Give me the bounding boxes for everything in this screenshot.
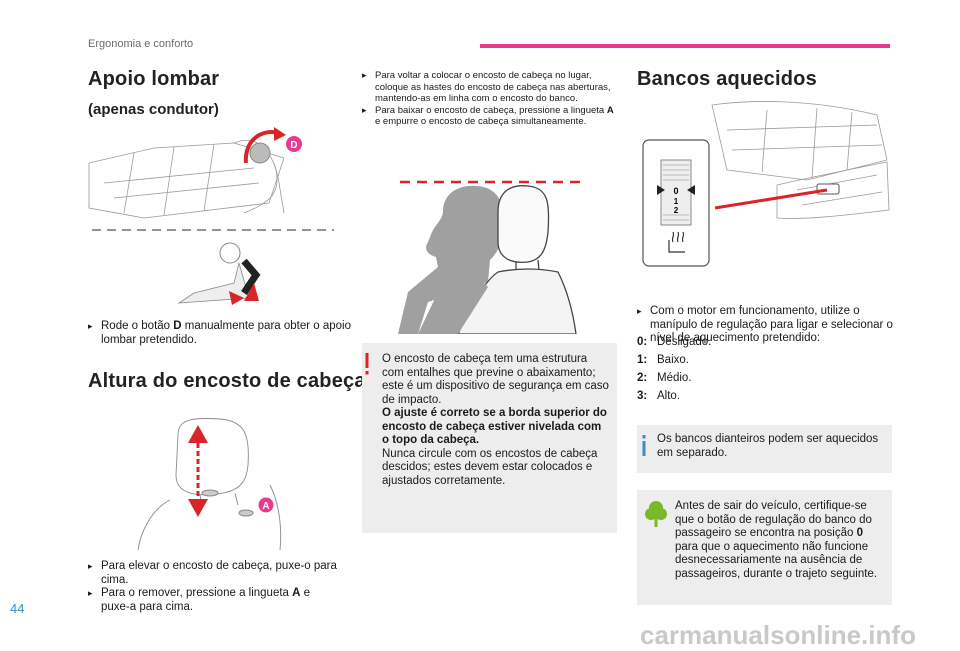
warning-box: O encosto de cabeça tem uma estrutura co… <box>362 343 617 533</box>
lumbar-illustration: D <box>84 123 339 308</box>
bullet-icon: ▸ <box>362 70 367 80</box>
warning-text: O encosto de cabeça tem uma estrutura co… <box>382 353 610 488</box>
eco-text: Antes de sair do veículo, certifique-se … <box>675 500 887 581</box>
headrest-callout-label: A <box>262 501 269 512</box>
heated-seats-title: Bancos aquecidos <box>637 68 817 90</box>
headrest-callout-a <box>258 497 274 513</box>
warning-text-2: Nunca circule com os encostos de cabeça … <box>382 447 598 487</box>
info-text: Os bancos dianteiros podem ser aquecidos… <box>657 433 879 459</box>
heated-seat-illustration: 0 1 2 <box>637 100 893 270</box>
info-icon <box>641 435 647 457</box>
lumbar-title: Apoio lombar <box>88 68 220 90</box>
bullet-icon: ▸ <box>637 306 642 316</box>
headrest-position-illustration <box>398 172 588 334</box>
eco-tree-icon <box>645 500 667 528</box>
lumbar-subtitle: (apenas condutor) <box>88 101 219 118</box>
raise-instruction: ▸ Para elevar o encosto de cabeça, puxe-… <box>88 560 340 587</box>
dial-level-2: 2 <box>674 206 679 215</box>
info-box: Os bancos dianteiros podem ser aquecidos… <box>637 425 892 473</box>
lumbar-instruction: ▸ Rode o botão D manualmente para obter … <box>88 320 353 347</box>
refit-text: Para voltar a colocar o encosto de cabeç… <box>375 70 611 104</box>
headrest-title: Altura do encosto de cabeça <box>88 370 366 392</box>
remove-post: e puxe-a para cima. <box>101 587 311 613</box>
remove-pre: Para o remover, pressione a lingueta <box>101 587 293 599</box>
warning-icon <box>364 353 370 375</box>
lower-pre: Para baixar o encosto de cabeça, pressio… <box>375 104 607 116</box>
page-number: 44 <box>10 601 25 616</box>
heat-level-high: 3:Alto. <box>637 390 681 402</box>
heat-level-medium: 2:Médio. <box>637 372 692 384</box>
remove-instruction: ▸ Para o remover, pressione a lingueta A… <box>88 587 340 614</box>
lower-instruction: ▸ Para baixar o encosto de cabeça, press… <box>362 105 614 128</box>
heated-seat-instruction: ▸ Com o motor em funcionamento, utilize … <box>637 305 895 346</box>
lumbar-callout-label: D <box>290 140 297 151</box>
eco-pre: Antes de sair do veículo, certifique-se … <box>675 500 872 539</box>
lumbar-callout-d <box>286 136 302 152</box>
lumbar-instruction-key: D <box>173 320 182 332</box>
headrest-adjust-illustration: A <box>130 415 290 550</box>
lumbar-instruction-post: manualmente para obter o apoio lombar pr… <box>101 320 351 346</box>
section-title: Ergonomia e conforto <box>88 38 194 50</box>
seat-heat-icon <box>668 231 685 253</box>
headrest-refit-instructions: ▸ Para voltar a colocar o encosto de cab… <box>362 70 614 128</box>
lower-post: e empurre o encosto de cabeça simultanea… <box>375 116 587 127</box>
bullet-icon: ▸ <box>88 588 93 598</box>
dial-level-1: 1 <box>674 197 679 206</box>
bullet-icon: ▸ <box>88 321 93 331</box>
heat-level-low: 1:Baixo. <box>637 354 689 366</box>
dial-level-0: 0 <box>673 186 678 196</box>
raise-text: Para elevar o encosto de cabeça, puxe-o … <box>101 560 337 586</box>
lumbar-instruction-pre: Rode o botão <box>101 320 174 332</box>
eco-post: para que o aquecimento não funcione desn… <box>675 540 878 580</box>
watermark: carmanualsonline.info <box>640 620 916 650</box>
heat-level-off: 0:Desligado. <box>637 336 712 348</box>
warning-text-bold: O ajuste é correto se a borda superior d… <box>382 407 607 446</box>
headrest-raise-remove: ▸ Para elevar o encosto de cabeça, puxe-… <box>88 560 340 614</box>
bullet-icon: ▸ <box>88 561 93 571</box>
lower-key: A <box>606 104 614 116</box>
remove-key: A <box>292 587 301 599</box>
section-accent-bar <box>480 44 890 48</box>
eco-box: Antes de sair do veículo, certifique-se … <box>637 490 892 605</box>
heat-level-list: 0:Desligado. 1:Baixo. 2:Médio. 3:Alto. <box>637 333 711 405</box>
refit-instruction: ▸ Para voltar a colocar o encosto de cab… <box>362 70 614 105</box>
warning-text-1: O encosto de cabeça tem uma estrutura co… <box>382 353 609 406</box>
eco-key: 0 <box>856 527 863 539</box>
bullet-icon: ▸ <box>362 104 367 115</box>
heated-seat-instruction-text: Com o motor em funcionamento, utilize o … <box>650 305 893 344</box>
